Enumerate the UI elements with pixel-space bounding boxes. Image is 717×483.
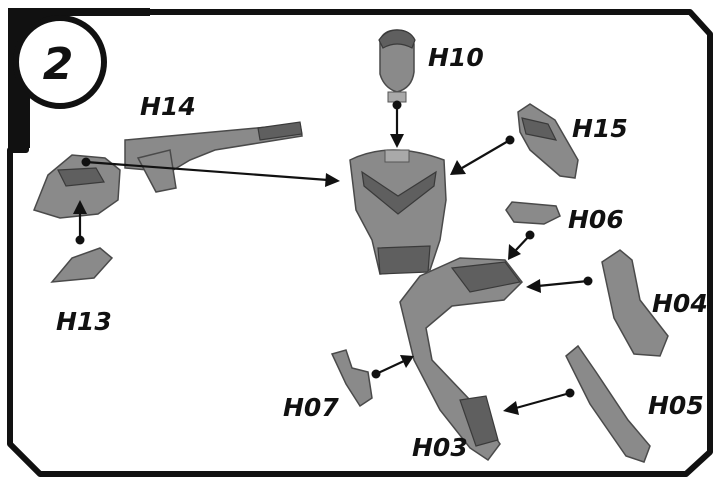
label-h04: H04 — [652, 289, 708, 318]
part-h06 — [506, 202, 560, 224]
arrow-h15-torso — [450, 136, 515, 176]
label-h03: H03 — [412, 433, 468, 462]
label-h07: H07 — [283, 393, 339, 422]
part-h05 — [566, 346, 650, 462]
label-h10: H10 — [428, 43, 484, 72]
label-h15: H15 — [572, 114, 628, 143]
arrow-h05-leg — [503, 389, 575, 416]
arrow-h04-leg — [526, 277, 593, 294]
label-h05: H05 — [648, 391, 704, 420]
label-h13: H13 — [56, 307, 112, 336]
label-h14: H14 — [140, 92, 196, 121]
arrow-h06-leg — [508, 231, 535, 261]
label-h06: H06 — [568, 205, 624, 234]
part-h13 — [52, 248, 112, 282]
arrow-h07-leg — [372, 355, 415, 379]
part-h03-leg — [400, 258, 522, 460]
step-number: 2 — [43, 39, 74, 90]
part-h10-head — [379, 30, 415, 102]
part-h14-rifle — [125, 122, 302, 192]
part-torso — [350, 150, 446, 274]
step-badge: 2 — [16, 18, 104, 106]
arrow-h10-torso — [390, 101, 404, 149]
part-h15 — [518, 104, 578, 178]
